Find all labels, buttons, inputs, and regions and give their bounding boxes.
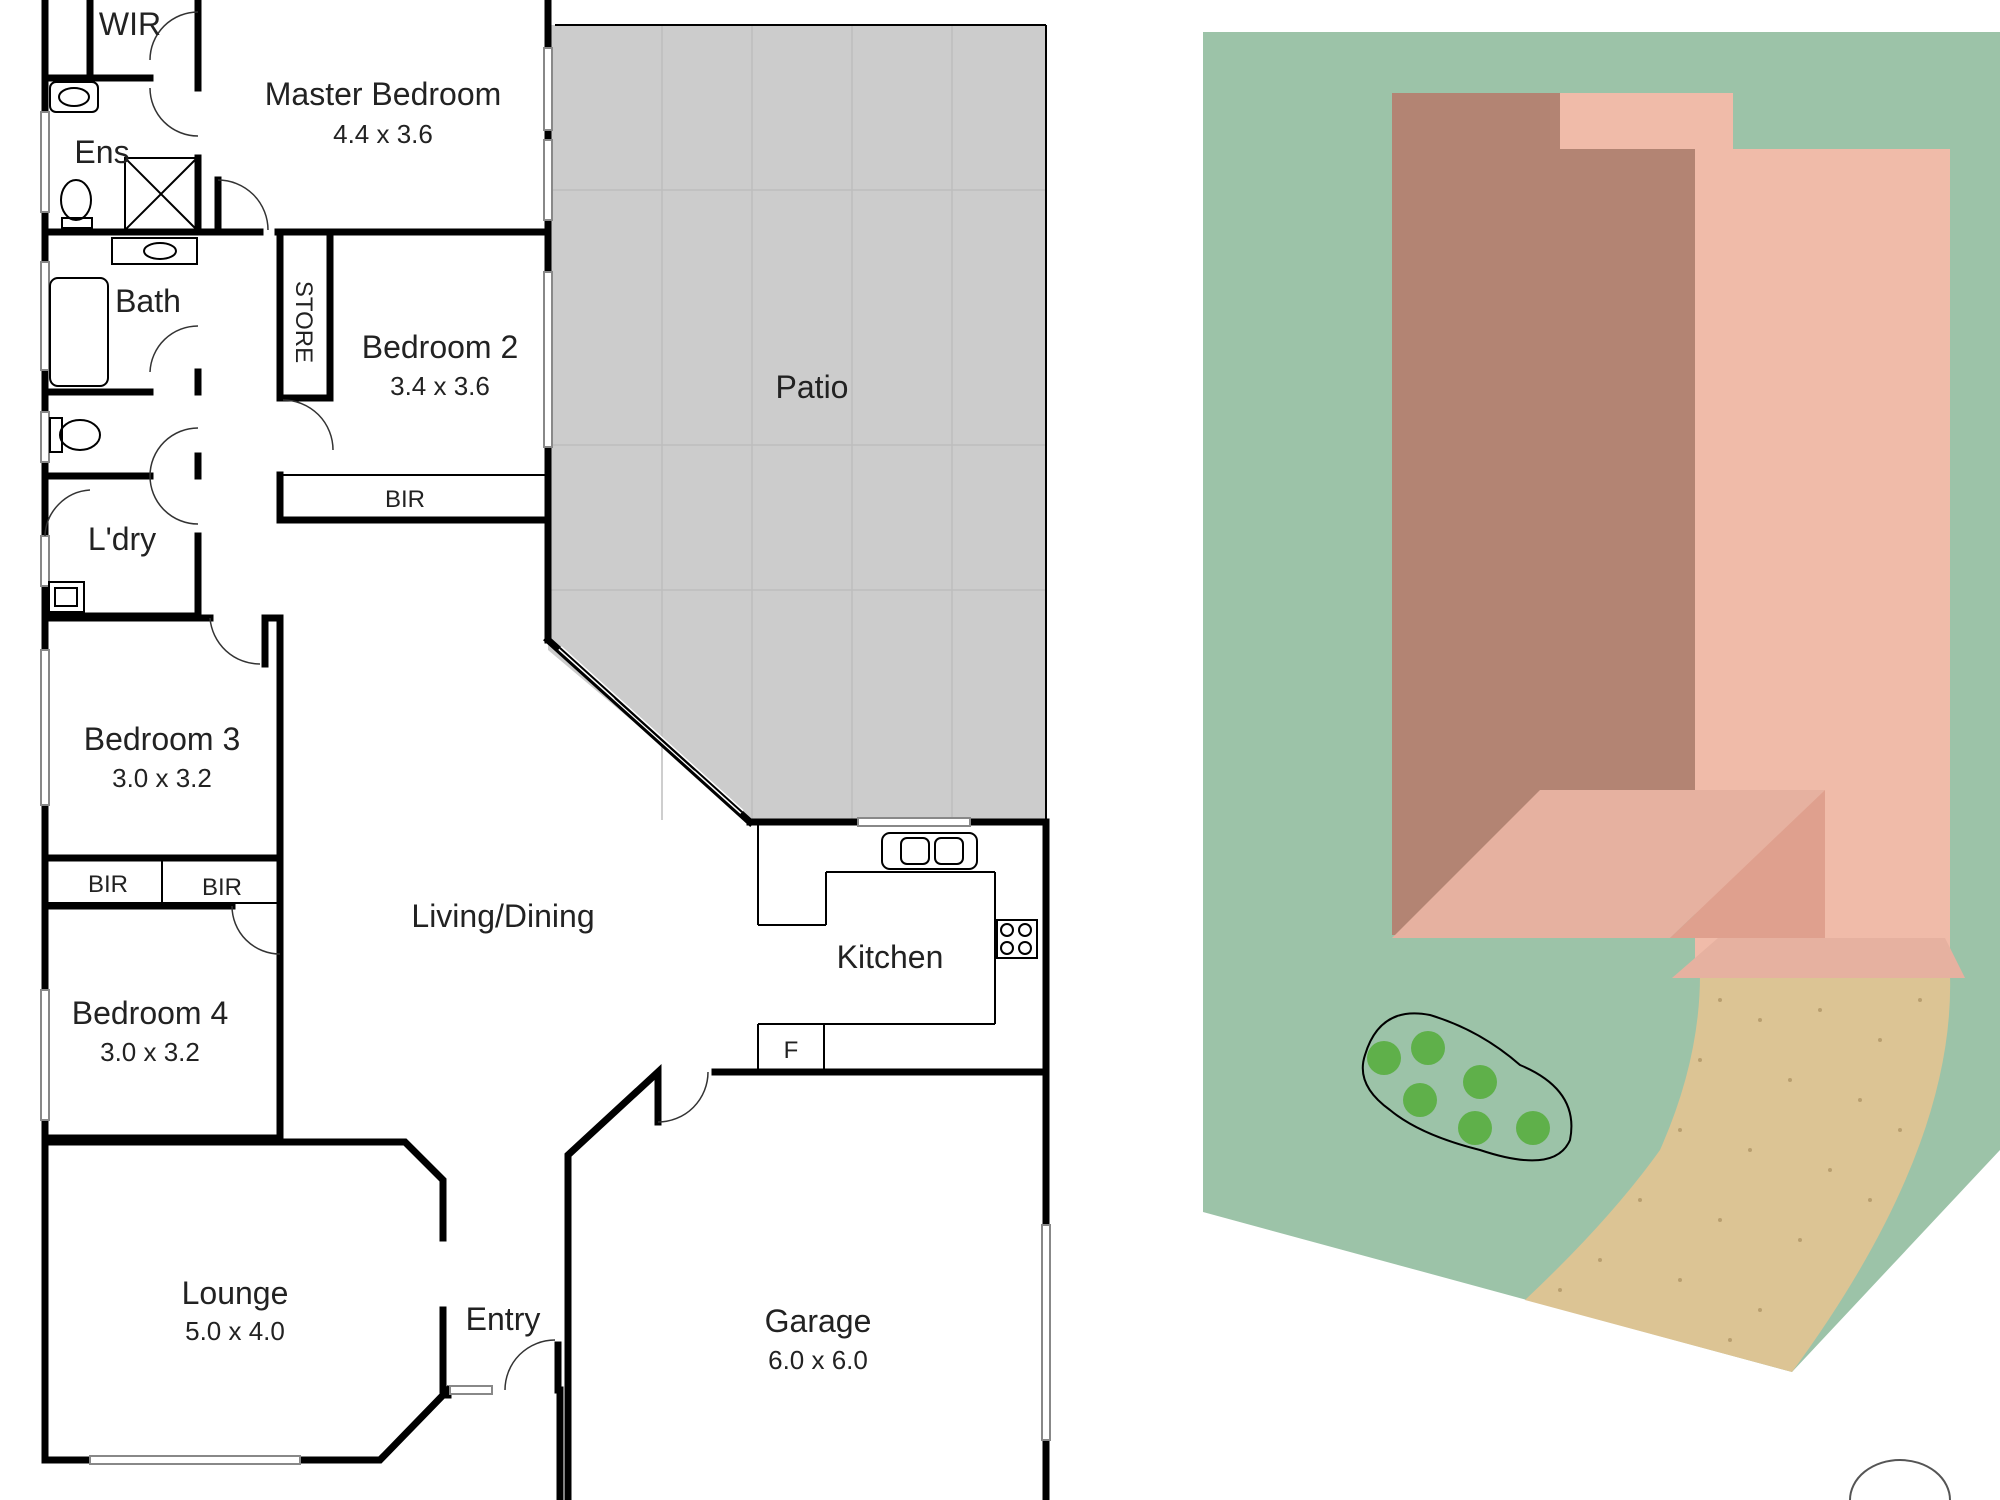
label-store: STORE (290, 281, 317, 363)
sliding-door (558, 646, 744, 814)
dims-master-bedroom: 4.4 x 3.6 (333, 119, 433, 149)
interior-walls (41, 0, 1050, 1500)
label-patio: Patio (776, 369, 849, 405)
windows (40, 47, 1051, 1465)
shrub-icon (1463, 1065, 1497, 1099)
label-lounge: Lounge (182, 1275, 289, 1311)
patio-area (548, 25, 1046, 820)
label-master-bedroom: Master Bedroom (265, 76, 502, 112)
room-labels: WIR Master Bedroom 4.4 x 3.6 Ens Bath ST… (72, 6, 944, 1375)
floor-plan: WIR Master Bedroom 4.4 x 3.6 Ens Bath ST… (40, 0, 1051, 1500)
fixtures (48, 81, 1038, 959)
dims-bedroom-3: 3.0 x 3.2 (112, 763, 212, 793)
garden-bed (1361, 1012, 1573, 1162)
label-wir: WIR (99, 6, 161, 42)
label-entry: Entry (466, 1301, 541, 1337)
door-swings (44, 11, 709, 1391)
dims-lounge: 5.0 x 4.0 (185, 1316, 285, 1346)
shrub-icon (1458, 1111, 1492, 1145)
compass-icon (1849, 1459, 1951, 1500)
label-bath: Bath (115, 283, 181, 319)
label-fridge: F (784, 1037, 799, 1064)
label-laundry: L'dry (88, 521, 156, 557)
label-living-dining: Living/Dining (411, 898, 594, 934)
label-bedroom-3: Bedroom 3 (84, 721, 241, 757)
patio-tile-lines (548, 25, 1046, 820)
shrub-icon (1367, 1041, 1401, 1075)
driveway (1525, 975, 1951, 1372)
label-kitchen: Kitchen (837, 939, 944, 975)
site-plan (1203, 32, 2000, 1500)
shrub-icon (1411, 1031, 1445, 1065)
label-bir-bedroom-2: BIR (385, 486, 425, 513)
label-ens: Ens (74, 134, 129, 170)
label-garage: Garage (765, 1303, 872, 1339)
driveway-speckle (1558, 998, 1922, 1342)
house-roof (1392, 93, 1965, 978)
label-bedroom-4: Bedroom 4 (72, 995, 229, 1031)
label-bedroom-2: Bedroom 2 (362, 329, 519, 365)
shrub-icon (1403, 1083, 1437, 1117)
dims-bedroom-4: 3.0 x 3.2 (100, 1037, 200, 1067)
dims-garage: 6.0 x 6.0 (768, 1345, 868, 1375)
label-bir-a: BIR (88, 871, 128, 898)
label-bir-b: BIR (202, 874, 242, 901)
dims-bedroom-2: 3.4 x 3.6 (390, 371, 490, 401)
shrub-icon (1516, 1111, 1550, 1145)
